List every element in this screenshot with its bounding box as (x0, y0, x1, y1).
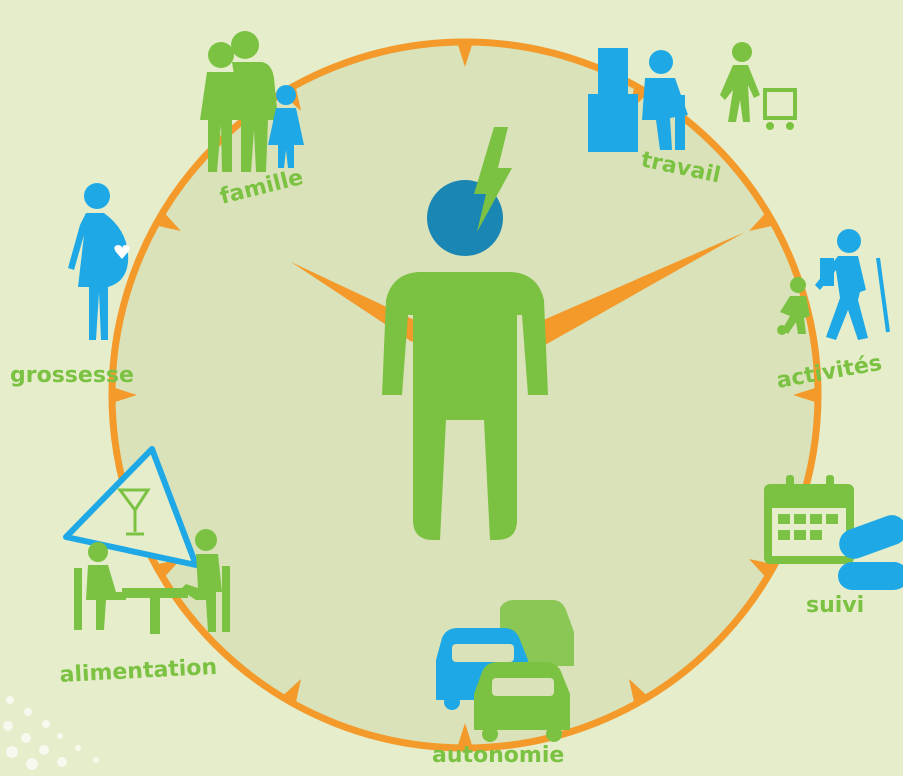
decorative-dots (3, 696, 99, 770)
clock-tick (458, 45, 472, 67)
label-autonomie: autonomie (432, 743, 564, 768)
office-worker-icon (588, 42, 797, 152)
clock-tick (458, 723, 472, 745)
label-alimentation: alimentation (59, 655, 218, 688)
clock-tick (283, 679, 301, 702)
head-icon (427, 180, 503, 256)
family-icon (200, 31, 304, 172)
clock-tick (158, 213, 181, 231)
hiker-icon (777, 229, 890, 340)
label-grossesse: grossesse (10, 363, 134, 388)
clock-hand-right (532, 232, 745, 345)
label-suivi: suivi (806, 593, 864, 618)
body-icon (382, 272, 548, 540)
clock-tick (749, 213, 772, 231)
lightning-icon (474, 127, 512, 232)
calendar-pills-icon (764, 475, 903, 590)
cars-icon (436, 600, 574, 742)
clock-tick (629, 679, 647, 702)
heart-icon (114, 245, 130, 259)
person-with-lightning-icon (382, 127, 548, 540)
clock-tick (793, 388, 815, 402)
clock-tick (749, 559, 772, 577)
clock-tick (115, 388, 137, 402)
alcohol-warning-icon (63, 446, 230, 634)
pregnant-woman-icon (68, 183, 130, 340)
